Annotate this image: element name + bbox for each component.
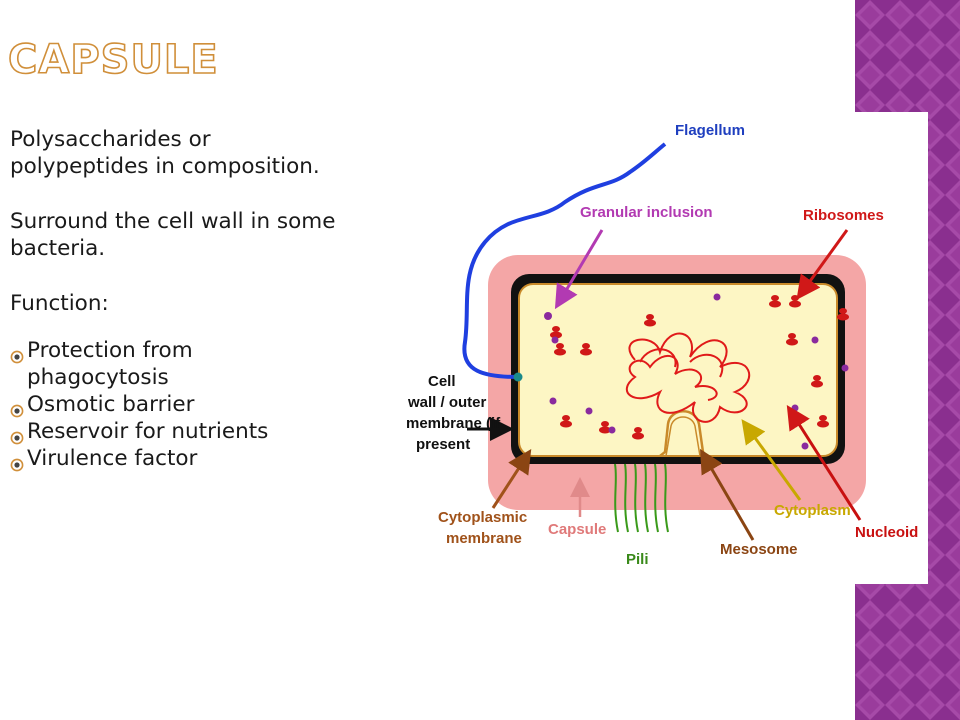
circle-bullet-icon bbox=[10, 425, 24, 445]
label-nucleoid: Nucleoid bbox=[855, 524, 918, 541]
label-cytoplasm: Cytoplasm bbox=[774, 502, 851, 519]
list-item-text: Osmotic barrier bbox=[27, 392, 195, 417]
mesosome bbox=[659, 410, 707, 457]
list-item-text: Reservoir for nutrients bbox=[27, 419, 269, 444]
label-ribosomes: Ribosomes bbox=[803, 207, 884, 224]
label-mesosome: Mesosome bbox=[720, 541, 798, 558]
label-capsule: Capsule bbox=[548, 521, 606, 538]
label-cytoplasmic-membrane: Cytoplasmic bbox=[438, 509, 527, 526]
function-list: Protection from phagocytosis Osmotic bar… bbox=[10, 337, 340, 472]
list-item: Reservoir for nutrients bbox=[10, 418, 340, 445]
bacterial-cell-diagram: Flagellum Granular inclusion Ribosomes C… bbox=[406, 122, 918, 568]
body-paragraph: Polysaccharides or polypeptides in compo… bbox=[10, 127, 320, 179]
list-item: Protection from phagocytosis bbox=[10, 337, 340, 391]
list-item: Osmotic barrier bbox=[10, 391, 340, 418]
cytoplasm-arrow bbox=[741, 419, 802, 501]
label-flagellum: Flagellum bbox=[675, 122, 745, 139]
body-paragraph: Surround the cell wall in some bacteria. bbox=[10, 209, 336, 261]
list-item-text: Virulence factor bbox=[27, 446, 198, 471]
slide-title: Capsule bbox=[7, 37, 219, 83]
list-item-text: Protection from phagocytosis bbox=[27, 338, 193, 390]
ribosomes bbox=[550, 295, 849, 440]
cytoplasmic-membrane-arrow bbox=[491, 448, 532, 509]
ribosomes-arrow bbox=[796, 229, 849, 300]
label-cell-wall: membrane (if bbox=[406, 415, 501, 432]
label-pili: Pili bbox=[626, 551, 649, 568]
cytoplasm bbox=[518, 283, 838, 457]
label-cytoplasmic-membrane: membrane bbox=[446, 530, 522, 547]
circle-bullet-icon bbox=[10, 398, 24, 418]
body-paragraph: Function: bbox=[10, 291, 109, 316]
label-cell-wall: present bbox=[416, 436, 470, 453]
mesosome-arrow bbox=[699, 448, 755, 541]
basal-body bbox=[513, 372, 523, 382]
bacterial-cell-figure: Flagellum Granular inclusion Ribosomes C… bbox=[390, 112, 928, 584]
circle-bullet-icon bbox=[10, 452, 24, 472]
granular-inclusions bbox=[544, 293, 849, 450]
label-cell-wall: Cell bbox=[428, 373, 456, 390]
label-cell-wall: wall / outer bbox=[407, 394, 487, 411]
pili bbox=[614, 463, 669, 533]
label-granular-inclusion: Granular inclusion bbox=[580, 204, 713, 221]
flagellum bbox=[462, 142, 667, 379]
list-item: Virulence factor bbox=[10, 445, 340, 472]
circle-bullet-icon bbox=[10, 344, 24, 364]
granular-inclusion-arrow bbox=[554, 229, 604, 310]
slide-body: Polysaccharides or polypeptides in compo… bbox=[10, 126, 340, 472]
nucleoid-arrow bbox=[786, 404, 862, 521]
nucleoid bbox=[626, 332, 751, 423]
